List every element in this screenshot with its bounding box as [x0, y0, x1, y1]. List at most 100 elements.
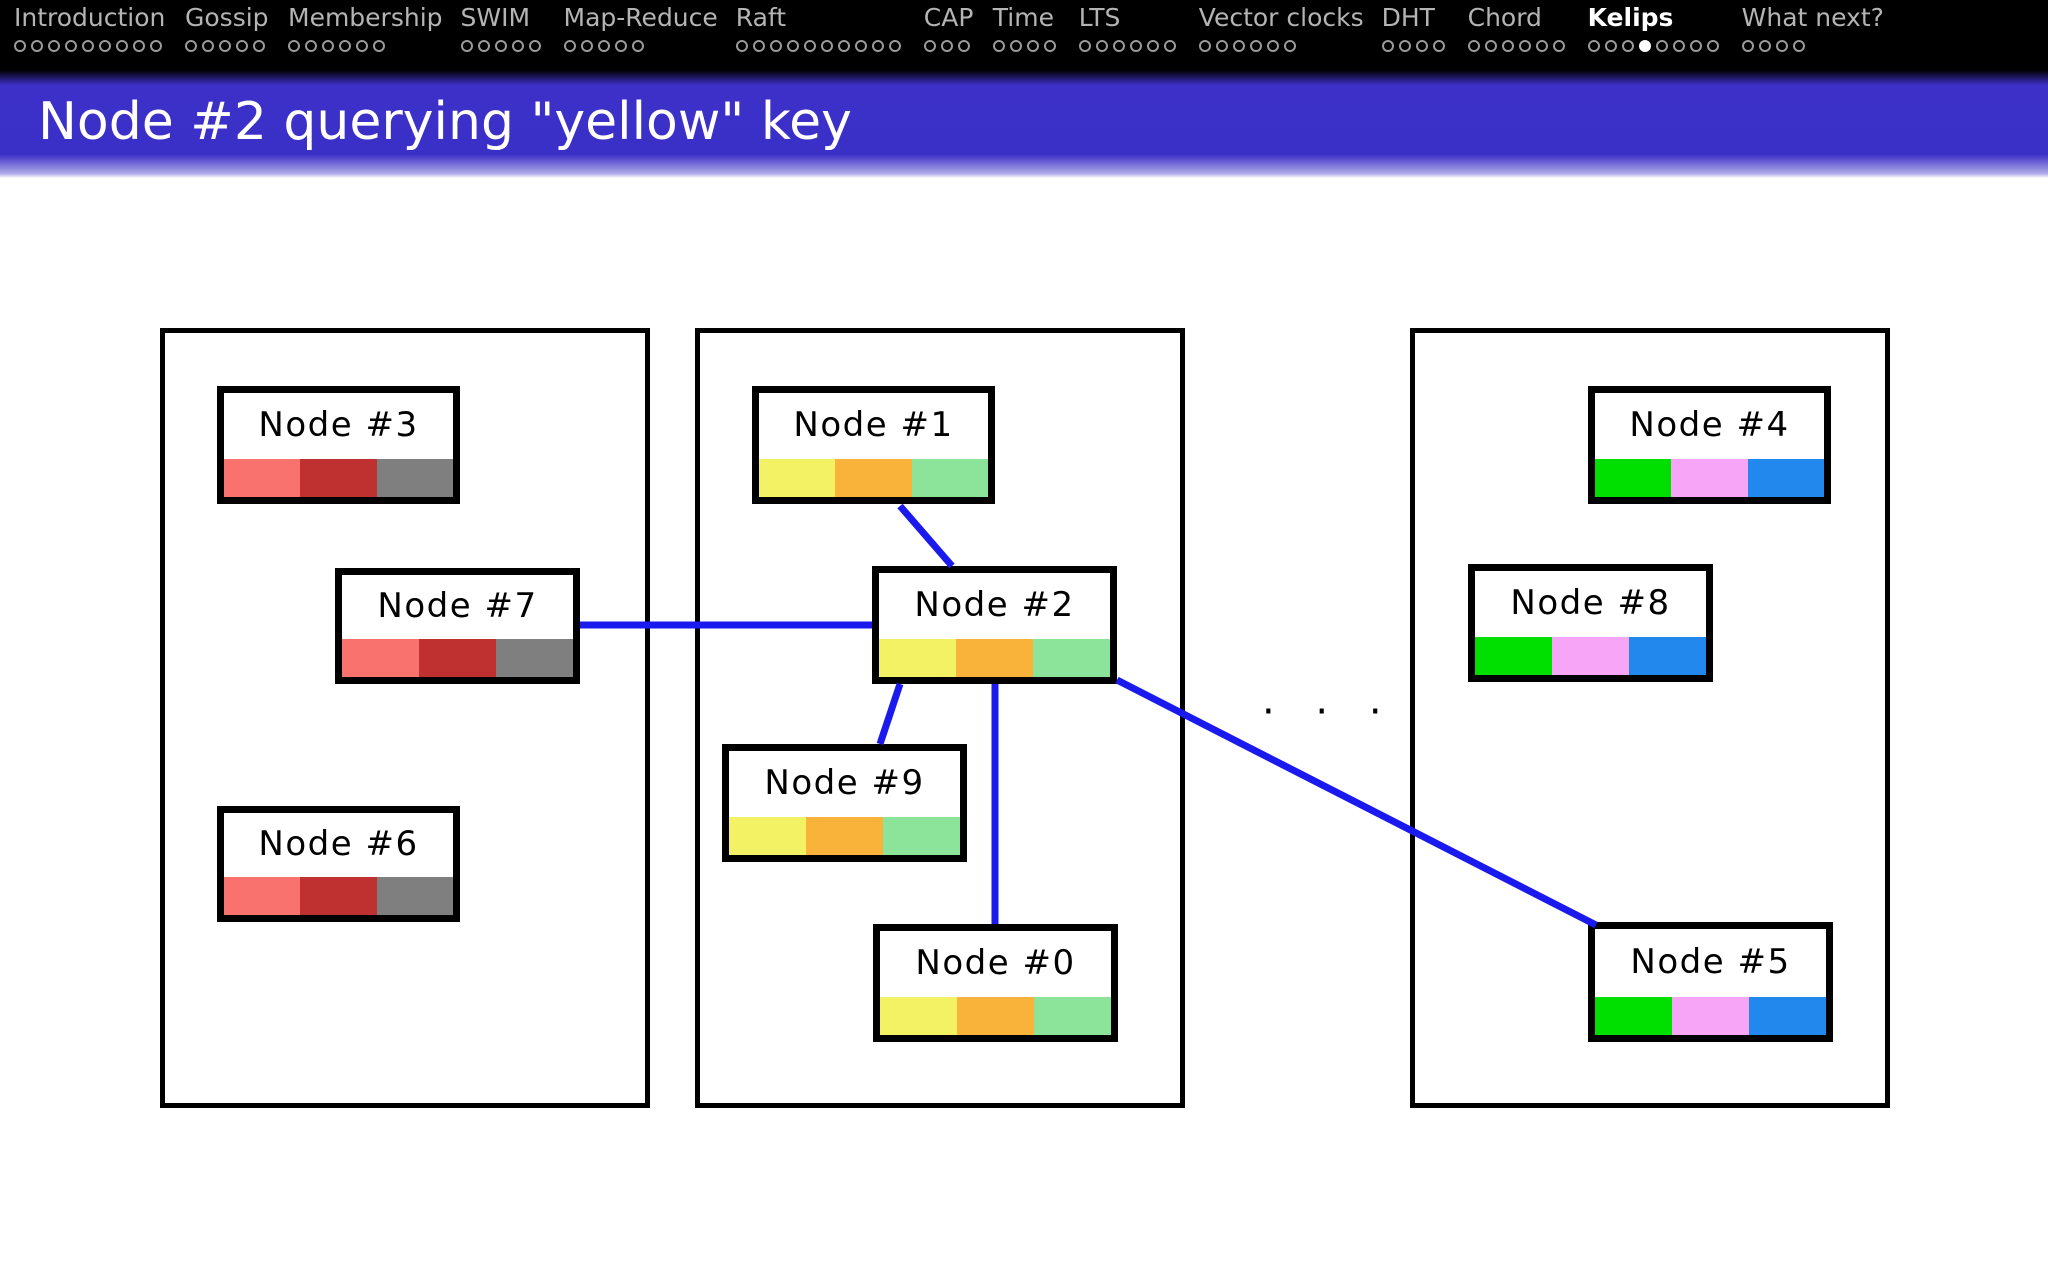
nav-dot-active-icon[interactable]: [1638, 40, 1651, 52]
nav-dot-icon[interactable]: [820, 40, 833, 52]
node-8[interactable]: Node #8: [1468, 564, 1713, 682]
nav-dot-icon[interactable]: [31, 40, 43, 52]
nav-dot-icon[interactable]: [1215, 40, 1228, 52]
node-9[interactable]: Node #9: [722, 744, 967, 862]
nav-dot-icon[interactable]: [48, 40, 60, 52]
nav-dot-icon[interactable]: [563, 40, 576, 52]
nav-dot-icon[interactable]: [1689, 40, 1702, 52]
nav-dot-icon[interactable]: [494, 40, 507, 52]
node-2[interactable]: Node #2: [872, 566, 1117, 684]
nav-dot-icon[interactable]: [1198, 40, 1211, 52]
nav-dot-icon[interactable]: [957, 40, 970, 52]
nav-dot-icon[interactable]: [1518, 40, 1531, 52]
nav-dot-icon[interactable]: [202, 40, 214, 52]
nav-dot-icon[interactable]: [1266, 40, 1279, 52]
nav-dot-icon[interactable]: [837, 40, 850, 52]
nav-dot-icon[interactable]: [1095, 40, 1108, 52]
nav-section-introduction[interactable]: Introduction: [14, 0, 167, 56]
nav-section-dht[interactable]: DHT: [1381, 0, 1450, 56]
nav-dot-icon[interactable]: [752, 40, 765, 52]
nav-section-kelips[interactable]: Kelips: [1587, 0, 1724, 56]
node-4[interactable]: Node #4: [1588, 386, 1831, 504]
nav-dot-icon[interactable]: [477, 40, 490, 52]
nav-dot-icon[interactable]: [1535, 40, 1548, 52]
nav-dot-icon[interactable]: [1283, 40, 1296, 52]
nav-dot-icon[interactable]: [1232, 40, 1245, 52]
nav-dot-icon[interactable]: [133, 40, 145, 52]
nav-dot-icon[interactable]: [888, 40, 901, 52]
nav-dot-icon[interactable]: [185, 40, 197, 52]
nav-dot-icon[interactable]: [769, 40, 782, 52]
nav-dot-icon[interactable]: [940, 40, 953, 52]
nav-dot-icon[interactable]: [82, 40, 94, 52]
nav-dot-icon[interactable]: [597, 40, 610, 52]
nav-dot-icon[interactable]: [1604, 40, 1617, 52]
nav-dot-icon[interactable]: [511, 40, 524, 52]
nav-dot-icon[interactable]: [1043, 40, 1056, 52]
nav-dot-icon[interactable]: [1775, 40, 1788, 52]
nav-dot-icon[interactable]: [1129, 40, 1142, 52]
nav-dot-icon[interactable]: [1112, 40, 1125, 52]
nav-section-map-reduce[interactable]: Map-Reduce: [563, 0, 718, 56]
nav-dot-icon[interactable]: [854, 40, 867, 52]
nav-dot-icon[interactable]: [631, 40, 644, 52]
nav-dot-icon[interactable]: [1501, 40, 1514, 52]
nav-dot-icon[interactable]: [1706, 40, 1719, 52]
node-1[interactable]: Node #1: [752, 386, 995, 504]
nav-section-vector-clocks[interactable]: Vector clocks: [1198, 0, 1364, 56]
nav-dot-icon[interactable]: [1415, 40, 1428, 52]
nav-dot-icon[interactable]: [803, 40, 816, 52]
nav-section-gossip[interactable]: Gossip: [185, 0, 270, 56]
nav-dot-icon[interactable]: [528, 40, 541, 52]
node-7[interactable]: Node #7: [335, 568, 580, 684]
nav-dot-icon[interactable]: [1381, 40, 1394, 52]
nav-dot-icon[interactable]: [1432, 40, 1445, 52]
nav-dot-icon[interactable]: [1163, 40, 1176, 52]
nav-dot-icon[interactable]: [150, 40, 162, 52]
nav-dot-icon[interactable]: [116, 40, 128, 52]
nav-dot-icon[interactable]: [14, 40, 26, 52]
nav-dot-icon[interactable]: [1792, 40, 1805, 52]
nav-dot-icon[interactable]: [1655, 40, 1668, 52]
nav-dot-icon[interactable]: [305, 40, 317, 52]
nav-dot-icon[interactable]: [322, 40, 334, 52]
nav-dot-icon[interactable]: [1758, 40, 1771, 52]
nav-dot-icon[interactable]: [356, 40, 368, 52]
nav-section-cap[interactable]: CAP: [923, 0, 975, 56]
nav-section-what-next[interactable]: What next?: [1741, 0, 1884, 56]
nav-section-lts[interactable]: LTS: [1078, 0, 1181, 56]
nav-dot-icon[interactable]: [219, 40, 231, 52]
nav-dot-icon[interactable]: [614, 40, 627, 52]
nav-dot-icon[interactable]: [253, 40, 265, 52]
nav-dot-icon[interactable]: [1249, 40, 1262, 52]
nav-dot-icon[interactable]: [99, 40, 111, 52]
nav-dot-icon[interactable]: [1146, 40, 1159, 52]
nav-dot-icon[interactable]: [1078, 40, 1091, 52]
nav-section-raft[interactable]: Raft: [735, 0, 906, 56]
nav-dot-icon[interactable]: [1009, 40, 1022, 52]
nav-dot-icon[interactable]: [1741, 40, 1754, 52]
nav-dot-icon[interactable]: [339, 40, 351, 52]
nav-dot-icon[interactable]: [923, 40, 936, 52]
nav-dot-icon[interactable]: [1026, 40, 1039, 52]
nav-section-time[interactable]: Time: [992, 0, 1061, 56]
nav-dot-icon[interactable]: [992, 40, 1005, 52]
nav-dot-icon[interactable]: [1621, 40, 1634, 52]
node-0[interactable]: Node #0: [873, 924, 1118, 1042]
nav-section-swim[interactable]: SWIM: [460, 0, 546, 56]
nav-dot-icon[interactable]: [65, 40, 77, 52]
nav-dot-icon[interactable]: [580, 40, 593, 52]
nav-dot-icon[interactable]: [288, 40, 300, 52]
node-5[interactable]: Node #5: [1588, 922, 1833, 1042]
nav-dot-icon[interactable]: [871, 40, 884, 52]
nav-dot-icon[interactable]: [1672, 40, 1685, 52]
nav-dot-icon[interactable]: [373, 40, 385, 52]
nav-dot-icon[interactable]: [460, 40, 473, 52]
nav-dot-icon[interactable]: [236, 40, 248, 52]
nav-dot-icon[interactable]: [735, 40, 748, 52]
nav-dot-icon[interactable]: [1552, 40, 1565, 52]
nav-section-membership[interactable]: Membership: [288, 0, 443, 56]
node-3[interactable]: Node #3: [217, 386, 460, 504]
nav-dot-icon[interactable]: [1467, 40, 1480, 52]
node-6[interactable]: Node #6: [217, 806, 460, 922]
